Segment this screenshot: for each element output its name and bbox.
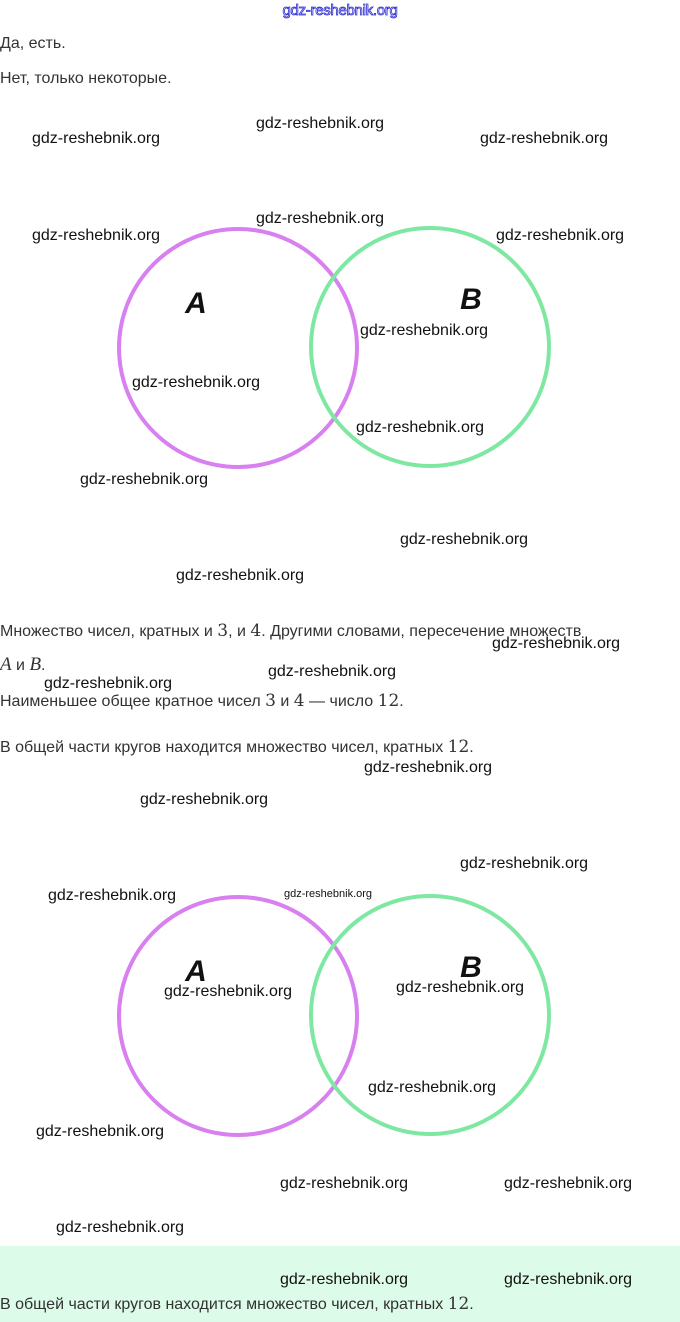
answer-box [0,1246,680,1322]
watermark: gdz-reshebnik.org [164,983,293,1000]
venn-diagram-1: A B [117,226,551,469]
label-a: A [184,955,207,988]
venn-diagram-2: A B [117,894,551,1137]
label-a: A [184,287,207,320]
watermark: gdz-reshebnik.org [400,531,529,548]
watermark: gdz-reshebnik.org [360,322,489,339]
watermark: gdz-reshebnik.org [56,1219,185,1236]
watermark: gdz-reshebnik.org [80,471,209,488]
answer-yes: Да, есть. [0,35,66,52]
watermark: gdz-reshebnik.org [356,419,485,436]
watermark: gdz-reshebnik.org [504,1271,633,1288]
label-b: B [460,283,482,316]
watermark: gdz-reshebnik.org [396,979,525,996]
watermark: gdz-reshebnik.org [36,1123,165,1140]
watermark: gdz-reshebnik.org [368,1079,497,1096]
watermark: gdz-reshebnik.org [48,887,177,904]
watermark: gdz-reshebnik.org [480,130,609,147]
watermark: gdz-reshebnik.org [256,115,385,132]
circle-b [309,226,551,468]
watermark: gdz-reshebnik.org [32,130,161,147]
paragraph-sets: A и B. [0,654,46,675]
watermark: gdz-reshebnik.org [140,791,269,808]
watermark: gdz-reshebnik.org [492,635,621,652]
final-answer: В общей части кругов находится множество… [0,1294,474,1314]
circle-a [117,895,359,1137]
circle-b [309,894,551,1136]
watermark: gdz-reshebnik.org [44,675,173,692]
watermark: gdz-reshebnik.org [460,855,589,872]
watermark: gdz-reshebnik.org [256,210,385,227]
paragraph-common: В общей части кругов находится множество… [0,737,474,757]
watermark: gdz-reshebnik.org [132,374,261,391]
watermark: gdz-reshebnik.org [496,227,625,244]
watermark: gdz-reshebnik.org [176,567,305,584]
paragraph-intersection: Множество чисел, кратных и 3, и 4. Други… [0,621,582,641]
watermark: gdz-reshebnik.org [364,759,493,776]
watermark: gdz-reshebnik.org [504,1175,633,1192]
header-watermark: gdz-reshebnik.org [282,2,398,20]
circle-a [117,227,359,469]
watermark: gdz-reshebnik.org [32,227,161,244]
answer-some: Нет, только некоторые. [0,70,172,87]
watermark: gdz-reshebnik.org [280,1175,409,1192]
paragraph-lcm: Наименьшее общее кратное чисел 3 и 4 — ч… [0,691,404,711]
watermark: gdz-reshebnik.org [284,888,373,900]
label-b: B [460,951,482,984]
watermark: gdz-reshebnik.org [280,1271,409,1288]
watermark: gdz-reshebnik.org [268,663,397,680]
